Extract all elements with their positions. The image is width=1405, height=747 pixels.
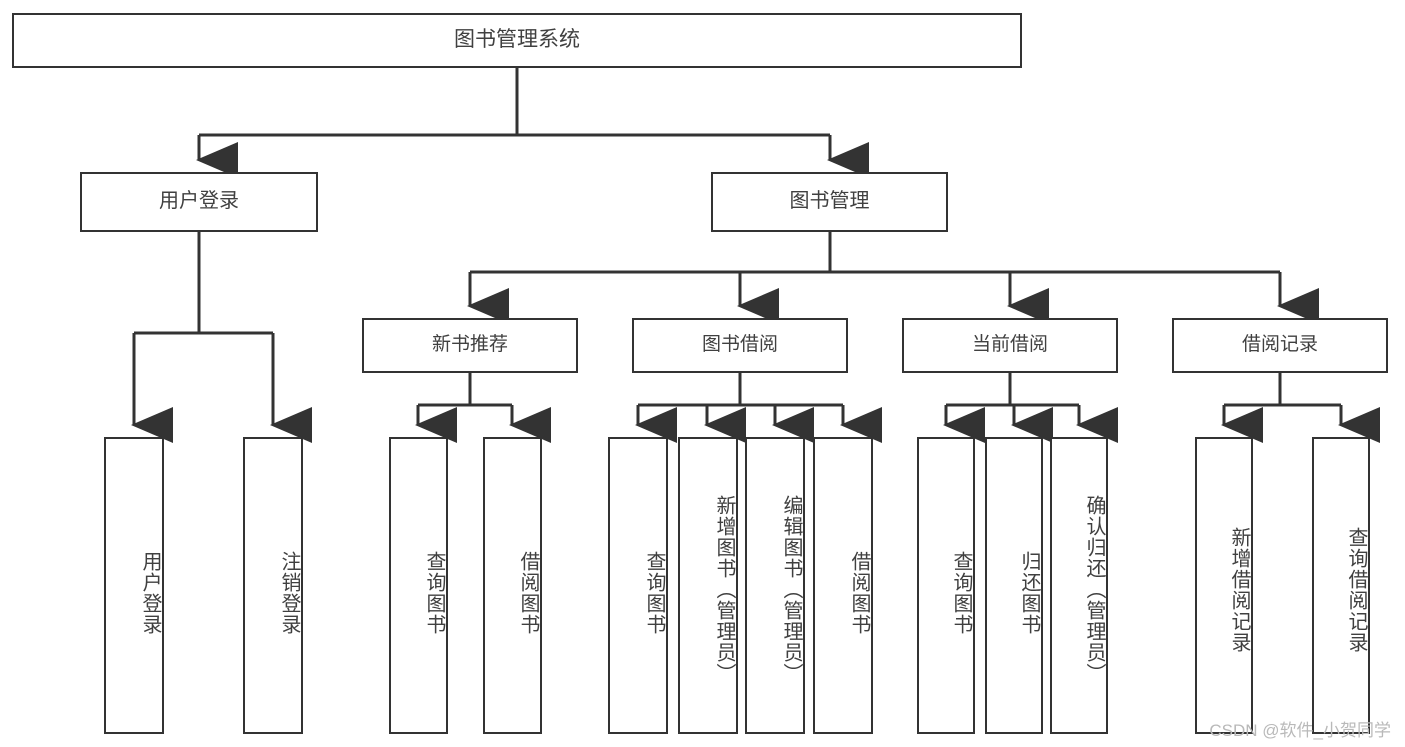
node-book-borrowing[interactable]: 图书借阅 <box>632 318 848 373</box>
node-current-borrowing[interactable]: 当前借阅 <box>902 318 1118 373</box>
leaf-edit-book-admin[interactable]: 编辑图书（管理员） <box>745 437 805 734</box>
leaf-add-borrow-record[interactable]: 新增借阅记录 <box>1195 437 1253 734</box>
leaf-confirm-return-admin[interactable]: 确认归还（管理员） <box>1050 437 1108 734</box>
node-root-system[interactable]: 图书管理系统 <box>12 13 1022 68</box>
leaf-borrow-books-borrowing[interactable]: 借阅图书 <box>813 437 873 734</box>
leaf-return-books[interactable]: 归还图书 <box>985 437 1043 734</box>
leaf-add-book-admin[interactable]: 新增图书（管理员） <box>678 437 738 734</box>
leaf-query-books-current[interactable]: 查询图书 <box>917 437 975 734</box>
leaf-user-login[interactable]: 用户登录 <box>104 437 164 734</box>
leaf-query-books-recommendation[interactable]: 查询图书 <box>389 437 448 734</box>
node-user-login[interactable]: 用户登录 <box>80 172 318 232</box>
leaf-borrow-books-recommendation[interactable]: 借阅图书 <box>483 437 542 734</box>
node-book-management[interactable]: 图书管理 <box>711 172 948 232</box>
leaf-logout[interactable]: 注销登录 <box>243 437 303 734</box>
leaf-query-books-borrowing[interactable]: 查询图书 <box>608 437 668 734</box>
leaf-query-borrow-record[interactable]: 查询借阅记录 <box>1312 437 1370 734</box>
node-borrow-records[interactable]: 借阅记录 <box>1172 318 1388 373</box>
node-new-book-recommendation[interactable]: 新书推荐 <box>362 318 578 373</box>
csdn-watermark: CSDN @软件_小贺同学 <box>1209 721 1391 740</box>
